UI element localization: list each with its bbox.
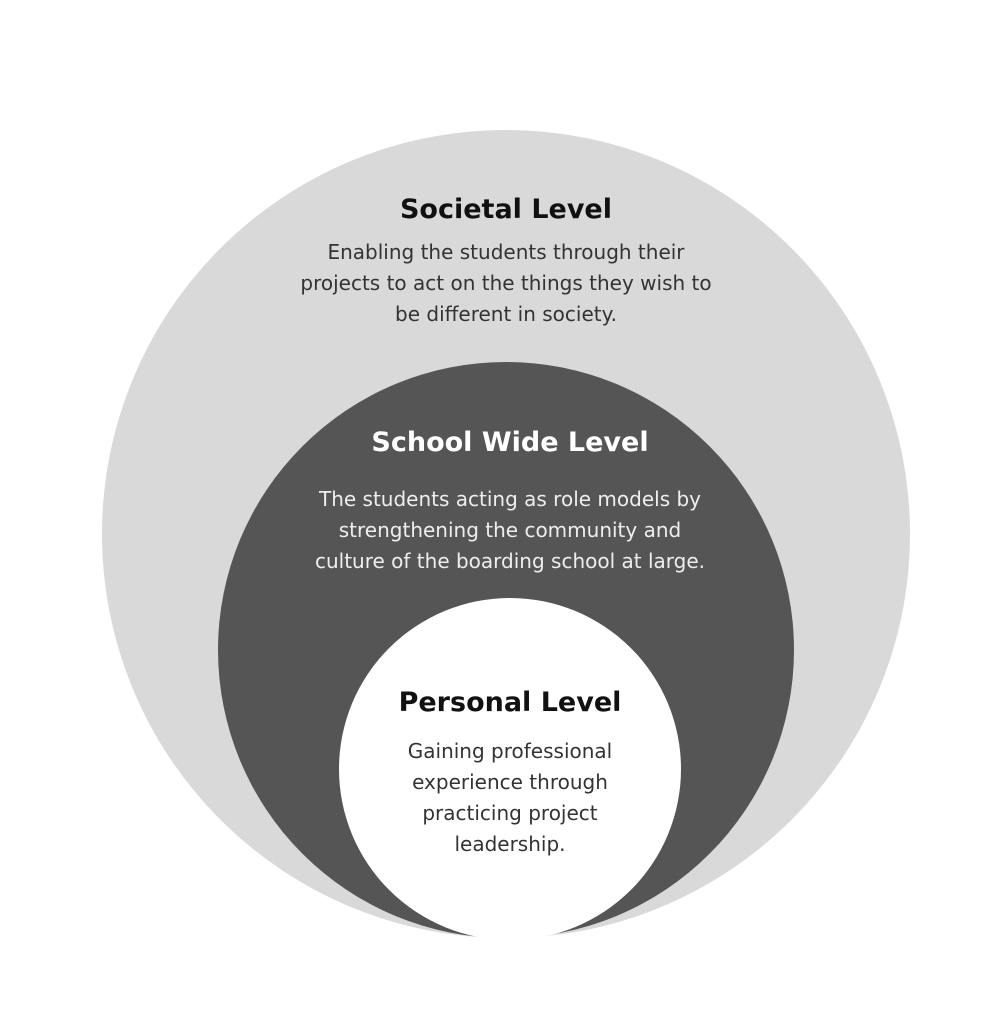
personal-level-circle (339, 598, 681, 940)
description-line: experience through (412, 770, 608, 794)
personal-level-title: Personal Level (398, 687, 622, 718)
school-wide-level-block: School Wide Level The students acting as… (305, 426, 715, 577)
description-line: projects to act on the things they wish … (300, 271, 712, 295)
personal-level-block: Personal Level Gaining professional expe… (385, 686, 635, 860)
school-wide-level-description: The students acting as role models by st… (305, 484, 715, 577)
description-line: be different in society. (395, 302, 617, 326)
description-line: strengthening the community and (338, 518, 682, 542)
description-line: culture of the boarding school at large. (314, 549, 706, 573)
societal-level-title: Societal Level (399, 194, 613, 225)
description-line: Gaining professional (407, 739, 613, 763)
personal-level-description: Gaining professional experience through … (385, 736, 635, 860)
societal-level-description: Enabling the students through their proj… (290, 237, 722, 330)
description-line: The students acting as role models by (318, 487, 702, 511)
description-line: leadership. (454, 832, 566, 856)
societal-level-block: Societal Level Enabling the students thr… (290, 193, 722, 330)
description-line: practicing project (422, 801, 598, 825)
description-line: Enabling the students through their (327, 240, 685, 264)
school-wide-level-title: School Wide Level (371, 427, 649, 458)
